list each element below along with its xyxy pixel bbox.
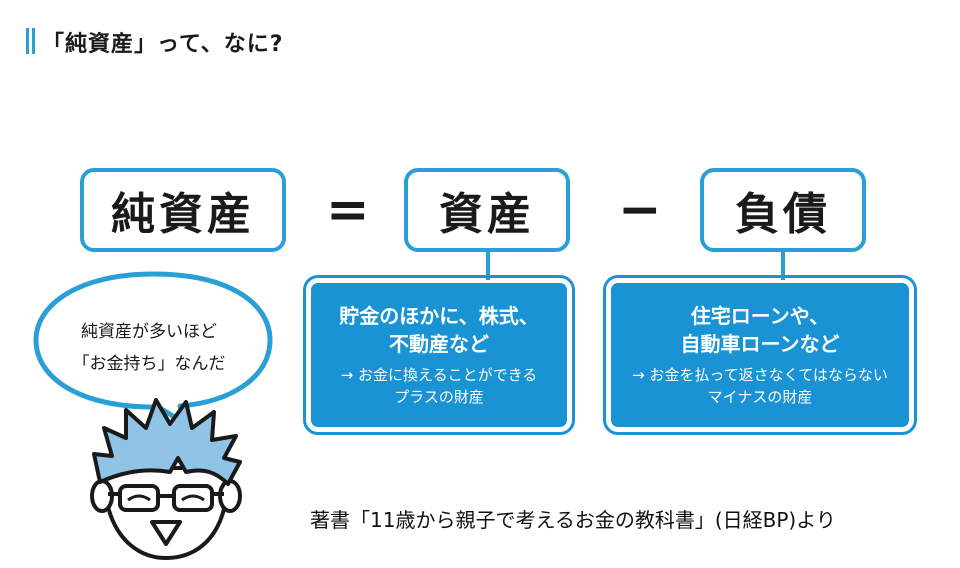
assets-explanation-line2: 不動産など — [389, 332, 489, 356]
liabilities-label: 負債 — [735, 189, 831, 240]
boy-character-icon — [90, 398, 242, 561]
assets-connector — [486, 252, 490, 280]
liabilities-term: 負債 — [700, 168, 866, 252]
speech-text: 純資産が多いほど 「お金持ち」なんだ — [54, 316, 244, 380]
liabilities-connector — [781, 252, 785, 280]
header-accent-bar — [32, 28, 35, 54]
header-accent-bar — [26, 28, 29, 54]
assets-explanation-line4: プラスの財産 — [394, 388, 484, 406]
assets-explanation-line1: 貯金のほかに、株式、 — [339, 304, 539, 328]
page-title: 「純資産」って、なに? — [42, 32, 284, 57]
speech-line2: 「お金持ち」なんだ — [72, 354, 226, 374]
assets-label: 資産 — [439, 189, 535, 240]
liabilities-explanation-line3: → お金を払って返さなくてはならない — [632, 366, 888, 384]
assets-term: 資産 — [404, 168, 570, 252]
speech-line1: 純資産が多いほど — [81, 322, 217, 342]
liabilities-explanation-line2: 自動車ローンなど — [680, 332, 840, 356]
assets-explanation-line3: → お金に換えることができる — [340, 366, 538, 384]
liabilities-explanation-box: 住宅ローンや、 自動車ローンなど → お金を払って返さなくてはならない マイナス… — [603, 275, 917, 435]
minus-operator: − — [618, 180, 662, 240]
liabilities-explanation-line4: マイナスの財産 — [707, 388, 813, 406]
net-assets-label: 純資産 — [111, 189, 255, 240]
assets-explanation-box: 貯金のほかに、株式、 不動産など → お金に換えることができる プラスの財産 — [303, 275, 575, 435]
equals-operator: = — [326, 180, 370, 240]
net-assets-term: 純資産 — [80, 168, 286, 252]
source-credit: 著書「11歳から親子で考えるお金の教科書」(日経BP)より — [310, 508, 836, 532]
liabilities-explanation-line1: 住宅ローンや、 — [690, 304, 830, 328]
